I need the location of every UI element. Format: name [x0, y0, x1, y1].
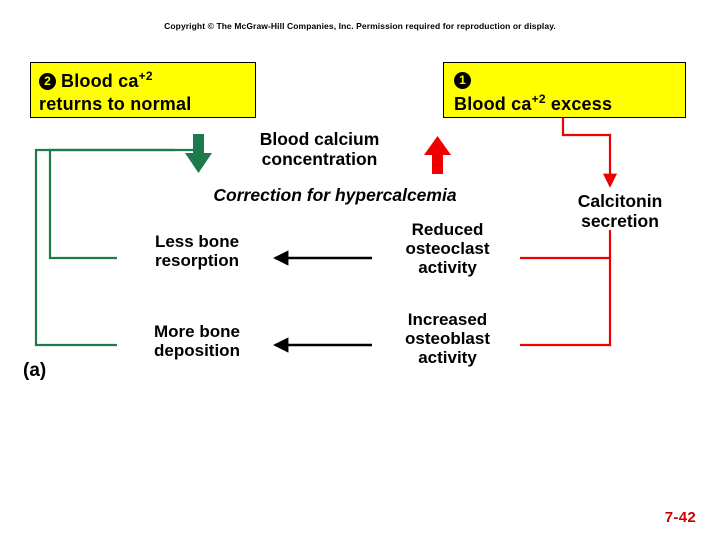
label-more-bone-deposition: More bone deposition — [117, 322, 277, 360]
label-less-bone-resorption: Less bone resorption — [117, 232, 277, 270]
label-calcitonin-line1: Calcitonin — [577, 191, 663, 211]
down-arrow-icon — [185, 134, 212, 173]
connector-calcitonin-to-osteoblast — [520, 230, 612, 347]
callout-1-number-badge: 1 — [454, 72, 471, 89]
callout-blood-ca-returns-to-normal: 2 Blood ca+2 returns to normal — [30, 62, 256, 118]
label-more-bone-line2: deposition — [154, 341, 240, 361]
callout-1-line-2: Blood ca+2 excess — [454, 92, 675, 116]
connector-excess-to-calcitonin — [561, 118, 618, 188]
callout-2-superscript: +2 — [138, 69, 153, 83]
label-blood-calcium-line2: concentration — [261, 148, 378, 169]
label-correction-for-hypercalcemia: Correction for hypercalcemia — [213, 185, 457, 205]
callout-2-text-1: Blood ca — [61, 71, 139, 91]
slide-number: 7-42 — [664, 509, 696, 526]
label-reduced-line1: Reduced — [411, 220, 484, 239]
callout-1-text-1: Blood ca — [454, 94, 532, 115]
label-calcitonin-secretion: Calcitonin secretion — [540, 191, 700, 231]
label-reduced-line3: activity — [418, 258, 477, 278]
label-less-bone-line2: resorption — [154, 251, 240, 271]
label-more-bone-line1: More bone — [154, 322, 240, 341]
callout-1-text-2: excess — [545, 94, 613, 115]
label-reduced-osteoclast-activity: Reduced osteoclast activity — [375, 220, 520, 277]
callout-2-number-badge: 2 — [39, 73, 56, 90]
label-calcitonin-line2: secretion — [581, 210, 659, 231]
panel-label-a: (a) — [23, 360, 47, 381]
callout-1-line-1: 1 — [454, 69, 675, 92]
label-blood-calcium-line1: Blood calcium — [259, 129, 380, 149]
callout-blood-ca-excess: 1 Blood ca+2 excess — [443, 62, 686, 118]
label-increased-osteoblast-activity: Increased osteoblast activity — [375, 310, 520, 367]
callout-2-line-2: returns to normal — [39, 94, 192, 115]
callout-2-line-1: 2 Blood ca+2 — [39, 69, 247, 93]
label-blood-calcium-concentration: Blood calcium concentration — [227, 129, 412, 169]
label-increased-line1: Increased — [407, 310, 488, 329]
label-increased-line2: osteoblast — [404, 329, 491, 349]
label-increased-line3: activity — [418, 348, 477, 368]
up-arrow-icon — [424, 136, 451, 174]
label-reduced-line2: osteoclast — [405, 239, 490, 259]
copyright-notice: Copyright © The McGraw-Hill Companies, I… — [164, 21, 556, 31]
callout-1-superscript: +2 — [531, 92, 546, 107]
label-less-bone-line1: Less bone — [154, 232, 240, 251]
